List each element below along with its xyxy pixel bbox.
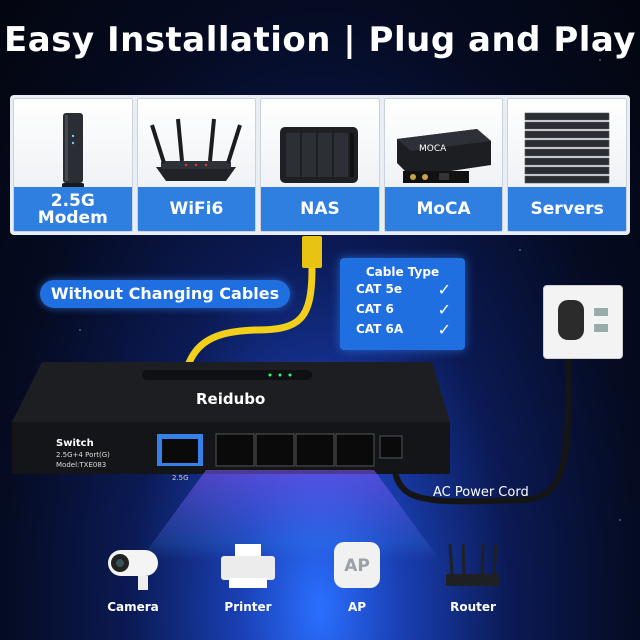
endpoint-printer: Printer — [203, 540, 293, 614]
camera-icon — [108, 550, 158, 590]
endpoint-ap: AP AP — [312, 540, 402, 614]
check-icon: ✓ — [437, 279, 451, 299]
ac-power-label: AC Power Cord — [433, 485, 529, 500]
device-card-wifi6: WiFi6 — [136, 98, 257, 232]
device-label: WiFi6 — [169, 199, 224, 219]
endpoint-router: Router — [428, 540, 518, 614]
device-panel: 2.5G Modem WiFi6 — [10, 95, 630, 235]
port-label: 2.5G — [172, 474, 189, 482]
device-label: Servers — [530, 199, 604, 219]
cable-type-box: Cable Type CAT 5e✓ CAT 6✓ CAT 6A✓ — [340, 258, 465, 350]
printer-icon — [221, 544, 275, 588]
device-label: NAS — [300, 199, 340, 219]
cable-row: CAT 6✓ — [356, 299, 451, 319]
page-title: Easy Installation | Plug and Play — [4, 20, 636, 60]
router-icon — [150, 118, 243, 181]
power-plug-icon — [558, 300, 584, 340]
device-label: MoCA — [416, 199, 471, 219]
device-card-moca: MOCA MoCA — [383, 98, 504, 232]
svg-text:AP: AP — [344, 556, 370, 576]
moca-adapter-icon: MOCA — [396, 129, 491, 183]
callout-pill: Without Changing Cables — [40, 280, 290, 308]
wall-outlet — [543, 285, 623, 359]
router-icon — [446, 543, 500, 586]
label-band — [508, 187, 626, 231]
switch-title: Switch — [56, 438, 94, 449]
cable-row: CAT 5e✓ — [356, 279, 451, 299]
rj45-connector-top — [302, 236, 322, 268]
cable-type-heading: Cable Type — [365, 265, 440, 279]
device-card-servers: Servers — [507, 98, 627, 232]
label-band — [14, 187, 132, 231]
brand-logo: Reidubo — [196, 390, 266, 408]
power-cord — [390, 349, 572, 505]
access-point-icon: AP — [334, 542, 380, 588]
label-band — [384, 187, 503, 231]
switch-spec: 2.5G+4 Port(G) — [56, 451, 110, 459]
check-icon: ✓ — [437, 299, 451, 319]
device-label: 2.5G Modem — [37, 191, 108, 228]
server-rack-icon — [524, 112, 610, 184]
device-card-nas: NAS — [260, 98, 380, 232]
label-band — [137, 187, 256, 231]
cable-row: CAT 6A✓ — [356, 319, 451, 339]
device-card-modem: 2.5G Modem — [13, 98, 133, 232]
network-switch: Reidubo Switch 2.5G+4 Port(G) Model:TXE0… — [12, 362, 450, 482]
check-icon: ✓ — [437, 319, 451, 339]
svg-text:MOCA: MOCA — [419, 144, 447, 154]
switch-model: Model:TXE083 — [56, 461, 107, 469]
nas-icon — [279, 127, 358, 183]
endpoint-camera: Camera — [88, 540, 178, 614]
label-band — [261, 187, 379, 231]
